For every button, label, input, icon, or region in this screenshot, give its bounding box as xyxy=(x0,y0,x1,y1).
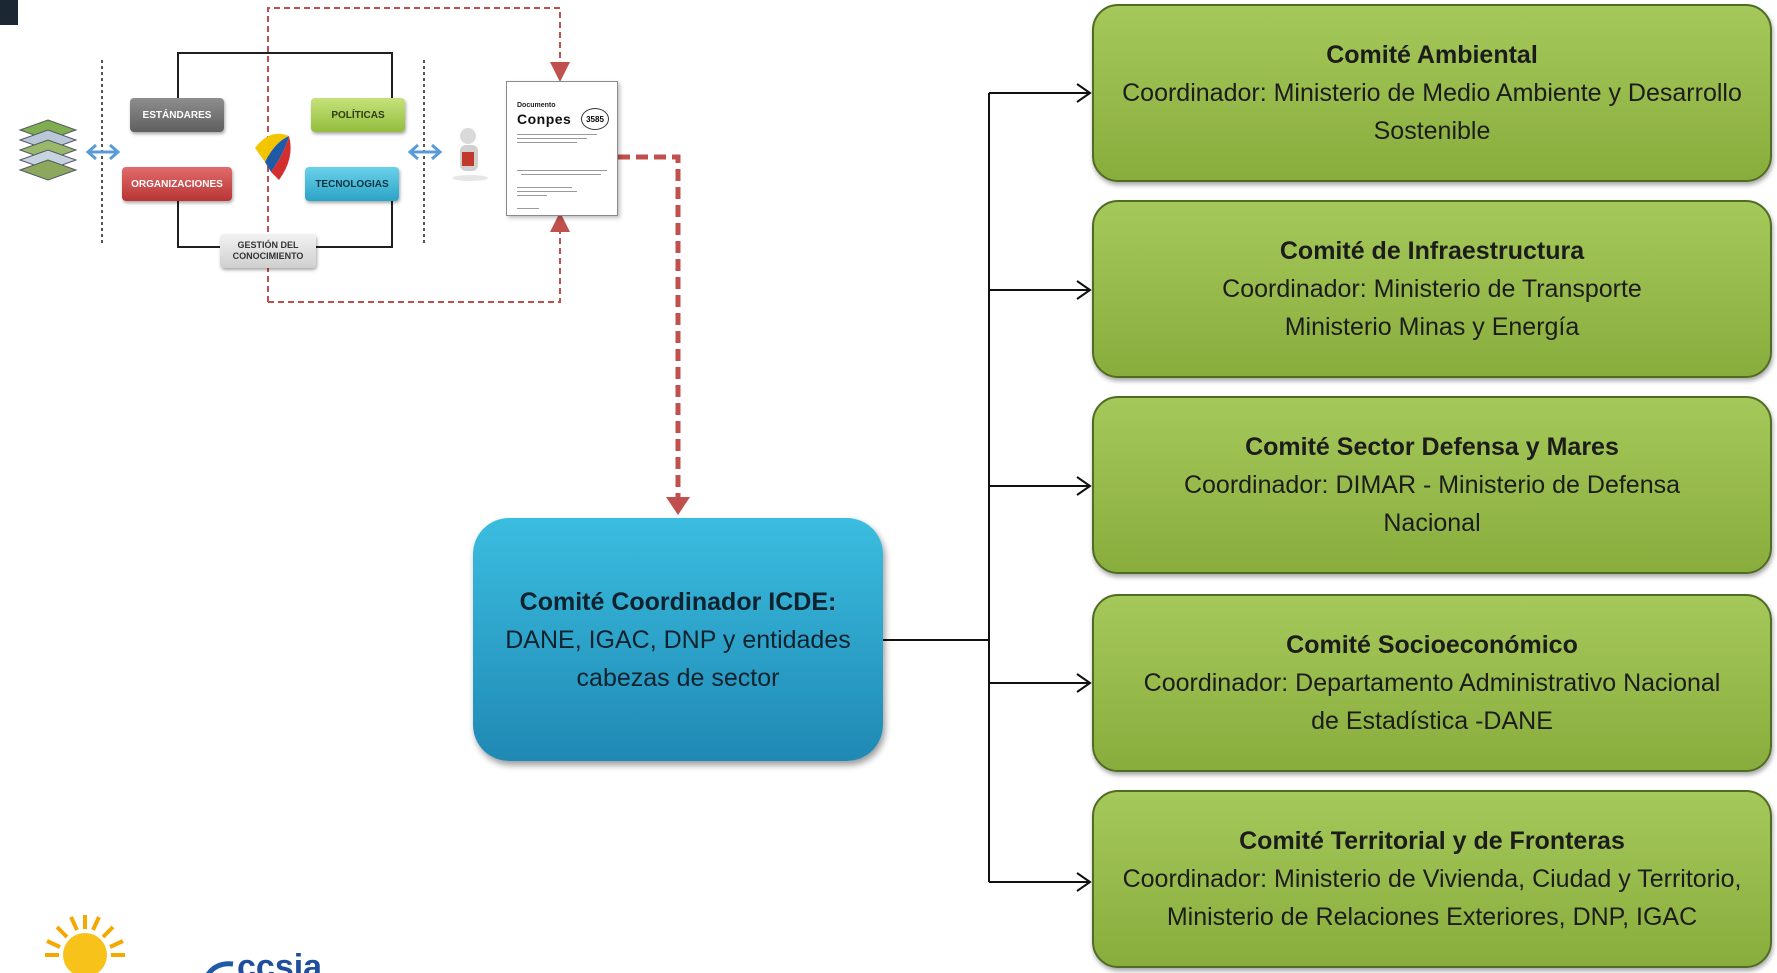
doc-word: Documento xyxy=(517,102,556,109)
framework-gestion: GESTIÓN DEL CONOCIMIENTO xyxy=(220,234,316,268)
committee-territorial-fronteras: Comité Territorial y de Fronteras Coordi… xyxy=(1092,790,1772,968)
reading-person-icon xyxy=(452,128,488,181)
dashed-loop xyxy=(267,7,570,303)
committee-title: Comité Ambiental xyxy=(1326,41,1538,69)
committee-defensa-mares: Comité Sector Defensa y Mares Coordinado… xyxy=(1092,396,1772,574)
central-committee-body: DANE, IGAC, DNP y entidades cabezas de s… xyxy=(505,625,851,692)
ccsia-logo-text: ccsia xyxy=(237,948,323,973)
icde-emblem-icon xyxy=(255,133,291,180)
committee-socioeconomico: Comité Socioeconómico Coordinador: Depar… xyxy=(1092,594,1772,772)
committee-body: Coordinador: Ministerio de Medio Ambient… xyxy=(1122,79,1742,145)
committee-title: Comité Territorial y de Fronteras xyxy=(1239,827,1625,855)
committee-body: Coordinador: DIMAR - Ministerio de Defen… xyxy=(1183,471,1681,537)
framework-organizaciones: ORGANIZACIONES xyxy=(122,167,232,201)
committee-ambiental: Comité Ambiental Coordinador: Ministerio… xyxy=(1092,4,1772,182)
tree-connectors xyxy=(883,83,1092,892)
doc-title: Conpes xyxy=(517,111,572,127)
conpes-document: Documento Conpes 3585 xyxy=(506,81,618,216)
ccsia-logo-swoosh xyxy=(206,961,234,973)
committee-title: Comité de Infraestructura xyxy=(1279,237,1585,265)
layered-map-icon xyxy=(18,119,78,181)
double-arrow-left xyxy=(85,143,121,161)
committee-title: Comité Sector Defensa y Mares xyxy=(1245,433,1619,461)
corner-block xyxy=(0,0,18,25)
framework-estandares: ESTÁNDARES xyxy=(130,98,224,132)
committee-title: Comité Socioeconómico xyxy=(1286,631,1578,659)
dashed-main-connector xyxy=(618,154,681,498)
committee-body: Coordinador: Departamento Administrativo… xyxy=(1143,669,1721,735)
central-committee: Comité Coordinador ICDE: DANE, IGAC, DNP… xyxy=(473,518,883,761)
committee-infraestructura: Comité de Infraestructura Coordinador: M… xyxy=(1092,200,1772,378)
central-committee-title: Comité Coordinador ICDE: xyxy=(519,587,837,616)
dashed-main-arrowhead xyxy=(666,497,690,515)
framework-politicas: POLÍTICAS xyxy=(311,98,405,132)
framework-tecnologias: TECNOLOGIAS xyxy=(305,167,399,201)
double-arrow-right xyxy=(407,143,443,161)
doc-number: 3585 xyxy=(581,108,609,130)
committee-body: Coordinador: Ministerio de Vivienda, Ciu… xyxy=(1122,865,1742,931)
sun-logo-icon xyxy=(45,915,125,973)
committee-body: Coordinador: Ministerio de Transporte Mi… xyxy=(1222,275,1642,341)
